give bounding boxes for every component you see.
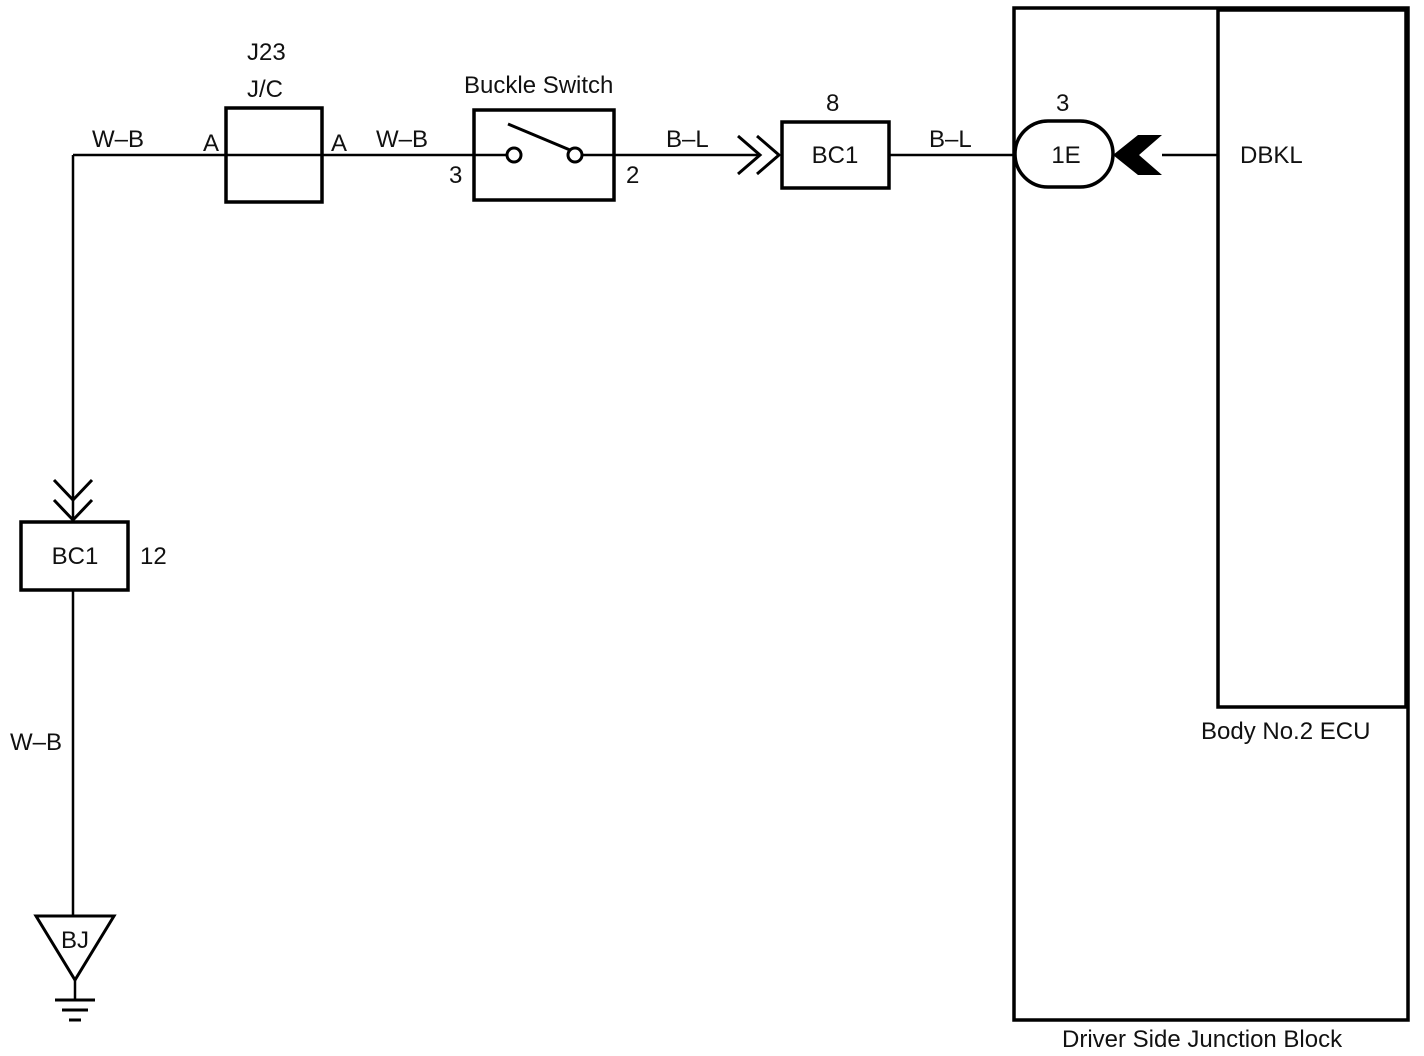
connector-top-box: [780, 120, 891, 190]
connector-left-chevron-icon: [52, 478, 94, 523]
junction-block-box: [1012, 6, 1410, 1022]
switch-pin-out-label: 2: [626, 162, 639, 189]
ecu-input-chevron-icon: [1113, 135, 1162, 175]
jc-id-label: J23: [247, 39, 286, 66]
switch-contact-right: [566, 146, 584, 164]
jc-box: [224, 106, 324, 204]
switch-contact-left: [505, 146, 523, 164]
jc-name-label: J/C: [247, 76, 283, 103]
connector-top-chevron-icon: [737, 134, 782, 176]
ground-point-triangle: [33, 914, 117, 983]
jb-connector-pin: 3: [1056, 90, 1069, 117]
ground-label: BJ: [61, 927, 89, 954]
wire-label-to-ground: W–B: [10, 729, 62, 756]
junction-block-label: Driver Side Junction Block: [1062, 1026, 1343, 1053]
connector-left-box: [19, 520, 130, 592]
connector-left-pin: 12: [140, 543, 167, 570]
ecu-label: Body No.2 ECU: [1201, 718, 1370, 745]
jc-pin-out-label: A: [331, 130, 347, 157]
ground-symbol-icon: [55, 998, 95, 1022]
ecu-terminal-label: DBKL: [1240, 142, 1303, 169]
jb-connector-label: 1E: [1051, 142, 1080, 169]
switch-pin-in-label: 3: [449, 162, 462, 189]
buckle-switch-box: [472, 108, 616, 202]
wire-label-connector-to-jb: B–L: [929, 126, 972, 153]
connector-top-pin: 8: [826, 90, 839, 117]
jb-connector-oval: [1013, 119, 1115, 189]
buckle-switch-label: Buckle Switch: [464, 72, 613, 99]
wire-label-switch-to-connector: B–L: [666, 126, 709, 153]
connector-top-name: BC1: [812, 142, 859, 169]
switch-blade: [507, 122, 571, 152]
ecu-box: [1216, 8, 1408, 709]
jc-pin-in-label: A: [203, 130, 219, 157]
connector-left-name: BC1: [52, 543, 99, 570]
wire-label-top-left: W–B: [92, 126, 144, 153]
wire-label-jc-to-switch: W–B: [376, 126, 428, 153]
